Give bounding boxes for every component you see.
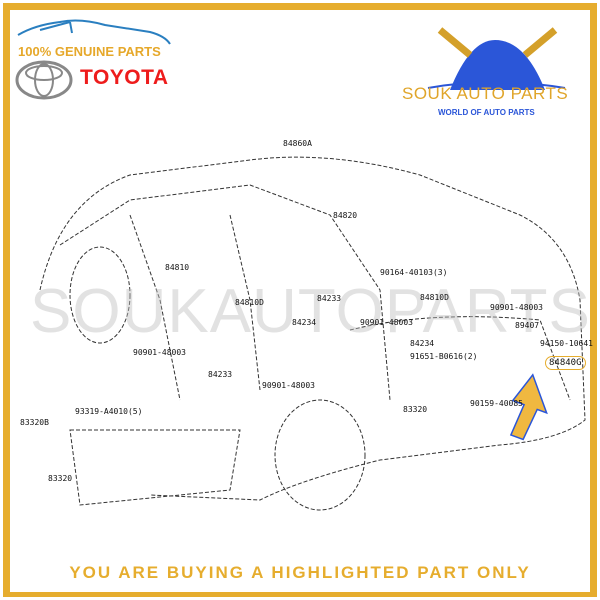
souk-logo-icon <box>427 27 566 90</box>
part-label: 91651-B0616(2) <box>410 352 478 361</box>
part-label: 84233 <box>208 370 233 379</box>
part-label: 84820 <box>333 211 358 220</box>
part-label: 84234 <box>410 339 435 348</box>
part-label: 89407 <box>515 321 540 330</box>
car-logo-icon <box>17 19 171 45</box>
brand-name: TOYOTA <box>80 66 169 89</box>
part-label: 84233 <box>317 294 342 303</box>
highlight-arrow-icon <box>509 373 548 441</box>
part-label: 90164-40103(3) <box>380 268 448 277</box>
part-label: 90901-48003 <box>133 348 186 357</box>
part-label: 84810 <box>165 263 190 272</box>
genuine-parts-text: 100% GENUINE PARTS <box>18 44 161 59</box>
gold-border <box>3 3 597 597</box>
part-label: 90901-48003 <box>490 303 543 312</box>
car-outline <box>39 156 586 511</box>
watermark: SOUKAUTOPARTS <box>30 277 591 346</box>
seller-name: SOUK AUTO PARTS <box>402 84 569 103</box>
part-label: 83320B <box>20 418 49 427</box>
part-label: 83320 <box>403 405 428 414</box>
part-label: 94150-10641 <box>540 339 593 348</box>
part-label: 83320 <box>48 474 73 483</box>
seller-tagline: WORLD OF AUTO PARTS <box>438 108 535 117</box>
part-label: 84234 <box>292 318 317 327</box>
part-label: 84860A <box>283 139 312 148</box>
part-label: 90901-48003 <box>360 318 413 327</box>
part-label: 84810D <box>235 298 264 307</box>
toyota-emblem-icon <box>15 60 73 100</box>
part-label: 90901-48003 <box>262 381 315 390</box>
part-label: 90159-40085 <box>470 399 523 408</box>
part-label: 84810D <box>420 293 449 302</box>
highlighted-part-label: 84840G <box>545 356 586 370</box>
part-label: 93319-A4010(5) <box>75 407 143 416</box>
footer-notice: YOU ARE BUYING A HIGHLIGHTED PART ONLY <box>69 563 531 582</box>
